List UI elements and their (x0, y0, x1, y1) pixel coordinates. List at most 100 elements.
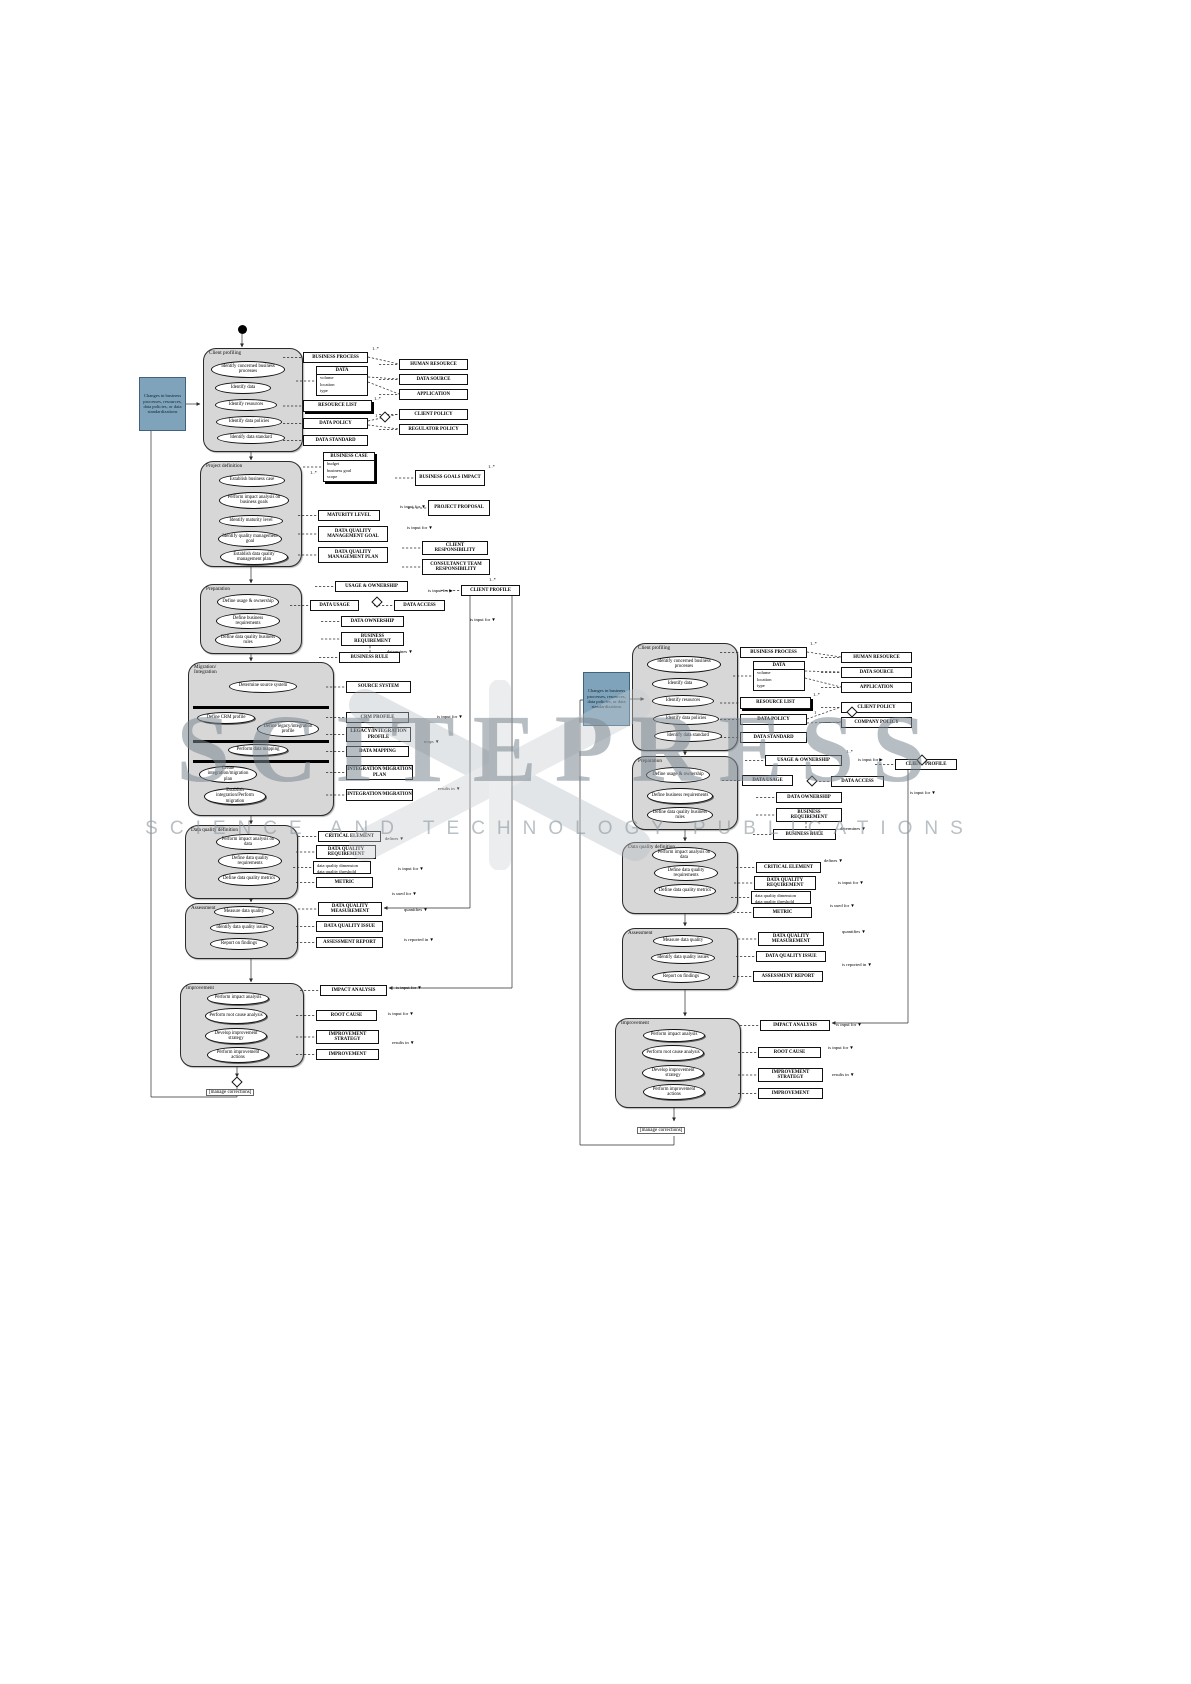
object-usage-ownership: USAGE & OWNERSHIP (335, 581, 408, 592)
edge-label: 1 (375, 413, 378, 418)
edge-label: is used for ▼ (392, 891, 417, 896)
decision-merge-node (231, 1076, 243, 1088)
edge-label: 1..* (813, 692, 820, 697)
object-business-goals-impact: BUSINESS GOALS IMPACT (415, 470, 485, 486)
activity-define-crm-profile: Define CRM profile (197, 712, 255, 724)
object-title: DATA (754, 662, 804, 671)
activity-identify-concerned-business-processes: Identify concerned business processes (647, 655, 721, 673)
object-impact-analysis: IMPACT ANALYSIS (320, 985, 387, 996)
object-root-cause: ROOT CAUSE (758, 1047, 821, 1058)
object-attribute: data quality threshold (755, 899, 794, 905)
activity-identify-data: Identify data (215, 382, 271, 394)
activity-identify-data-quality-issues: Identify data quality issues (651, 952, 715, 964)
object-crm-profile: CRM PROFILE (346, 712, 409, 723)
dependency-edge (367, 424, 400, 430)
object-metric: METRIC (753, 907, 812, 918)
object-data-policy: DATA POLICY (303, 418, 368, 429)
object-attribute: volume (757, 670, 771, 676)
initial-node (238, 325, 247, 334)
edge-label: defines ▼ (824, 858, 843, 863)
object-integration-migration-plan: INTEGRATION/MIGRATION PLAN (346, 765, 413, 780)
activity-perform-impact-analysis: Perform impact analysis (643, 1028, 705, 1042)
object-improvement: IMPROVEMENT (316, 1049, 379, 1060)
object-data-standard: DATA STANDARD (740, 732, 807, 743)
edge-label: is input for ▼ (396, 985, 422, 990)
object-client-policy: CLIENT POLICY (841, 702, 912, 713)
edge-label: 1..* (372, 346, 379, 351)
activity-develop-improvement-strategy: Develop improvement strategy (205, 1028, 267, 1044)
activity-establish-data-quality-management-plan: Establish data quality management plan (220, 549, 288, 565)
object-critical-element: CRITICAL ELEMENT (318, 831, 381, 842)
object-data-source: DATA SOURCE (841, 667, 912, 678)
activity-identify-data-policies: Identify data policies (216, 416, 282, 428)
edge-label: results in ▼ (392, 1040, 415, 1045)
object-data-quality-management-plan: DATA QUALITY MANAGEMENT PLAN (318, 547, 388, 563)
edge-label: 1..* (374, 396, 381, 401)
decision-merge-node (379, 411, 391, 423)
decision-merge-node (806, 775, 818, 787)
object-data-quality-measurement: DATA QUALITY MEASUREMENT (758, 932, 824, 946)
activity-identify-concerned-business-processes: Identify concerned business processes (211, 360, 285, 378)
activity-perform-improvement-actions: Perform improvement actions (643, 1084, 705, 1100)
object-critical-element: CRITICAL ELEMENT (756, 862, 821, 873)
group-label: Project definition (206, 463, 243, 469)
object-business-process: BUSINESS PROCESS (303, 352, 368, 363)
guard-label: [manage corrections] (637, 1127, 686, 1134)
object-attribute: data quality dimension (755, 893, 796, 898)
object-data-standard: DATA STANDARD (303, 435, 368, 446)
object-client-responsibility: CLIENT RESPONSIBILITY (422, 541, 488, 555)
object-human-resource: HUMAN RESOURCE (841, 652, 912, 663)
activity-define-data-quality-requirements: Define data quality requirements (218, 853, 282, 869)
group-label: Migration/ Integration (194, 664, 217, 676)
object-project-proposal: PROJECT PROPOSAL (428, 500, 490, 516)
dependency-edge (804, 670, 842, 673)
activity-define-legacy-integration-profile: Define legacy/integration profile (257, 721, 319, 737)
fork-join-bar (193, 760, 329, 763)
object-attribute: business goal (327, 467, 352, 473)
object-source-system: SOURCE SYSTEM (346, 681, 411, 693)
edge-label: is input for ▼ (407, 525, 433, 530)
object-data-ownership: DATA OWNERSHIP (341, 616, 404, 627)
activity-define-usage-ownership: Define usage & ownership (217, 594, 279, 610)
object-data-mapping: DATA MAPPING (346, 746, 409, 757)
group-label: Data quality definition (628, 844, 675, 850)
object-attribute: data quality dimension (317, 863, 358, 868)
group-label: Assessment (191, 905, 216, 911)
edge-label: determines ▼ (387, 649, 413, 654)
edge-label: 1..* (810, 641, 817, 646)
edge-label: results in ▼ (832, 1072, 855, 1077)
object-data-usage: DATA USAGE (742, 775, 793, 786)
object-data-access: DATA ACCESS (831, 776, 884, 787)
activity-perform-improvement-actions: Perform improvement actions (207, 1047, 269, 1063)
object-data-usage: DATA USAGE (310, 600, 359, 611)
object-attribute: location (320, 381, 335, 387)
object-data-access: DATA ACCESS (394, 600, 445, 611)
object-data-quality-requirement: DATA QUALITY REQUIREMENT (316, 845, 376, 859)
activity-define-data-quality-metrics: Define data quality metrics (218, 872, 280, 886)
activity-perform-impact-analysis-on-data: Perform impact analysis on data (652, 847, 716, 863)
activity-measure-data-quality: Measure data quality (653, 935, 713, 947)
object-attribute: budget (327, 461, 340, 467)
activity-report-on-findings: Report on findings (210, 938, 268, 950)
dependency-edge (804, 677, 842, 688)
object-application: APPLICATION (399, 389, 468, 400)
activity-identify-data: Identify data (652, 678, 708, 690)
change-trigger-note: Changes in business processes, resources… (139, 377, 186, 431)
group-label: Data quality definition (191, 827, 238, 833)
activity-identify-resources: Identify resources (652, 695, 714, 707)
object-maturity-level: MATURITY LEVEL (318, 510, 380, 521)
edge-label: is reported in ▼ (404, 937, 434, 942)
activity-define-data-quality-metrics: Define data quality metrics (654, 884, 716, 898)
object-client-profile: CLIENT PROFILE (461, 585, 520, 596)
edge-label: is input for ▼ (400, 504, 426, 509)
edge-label: is input for ▼ (838, 880, 864, 885)
fork-join-bar (193, 706, 329, 709)
activity-define-data-quality-business-rules: Define data quality business rules (647, 807, 713, 823)
group-label: Assessment (628, 930, 653, 936)
activity-perform-data-mapping: Perform data mapping (228, 744, 288, 756)
